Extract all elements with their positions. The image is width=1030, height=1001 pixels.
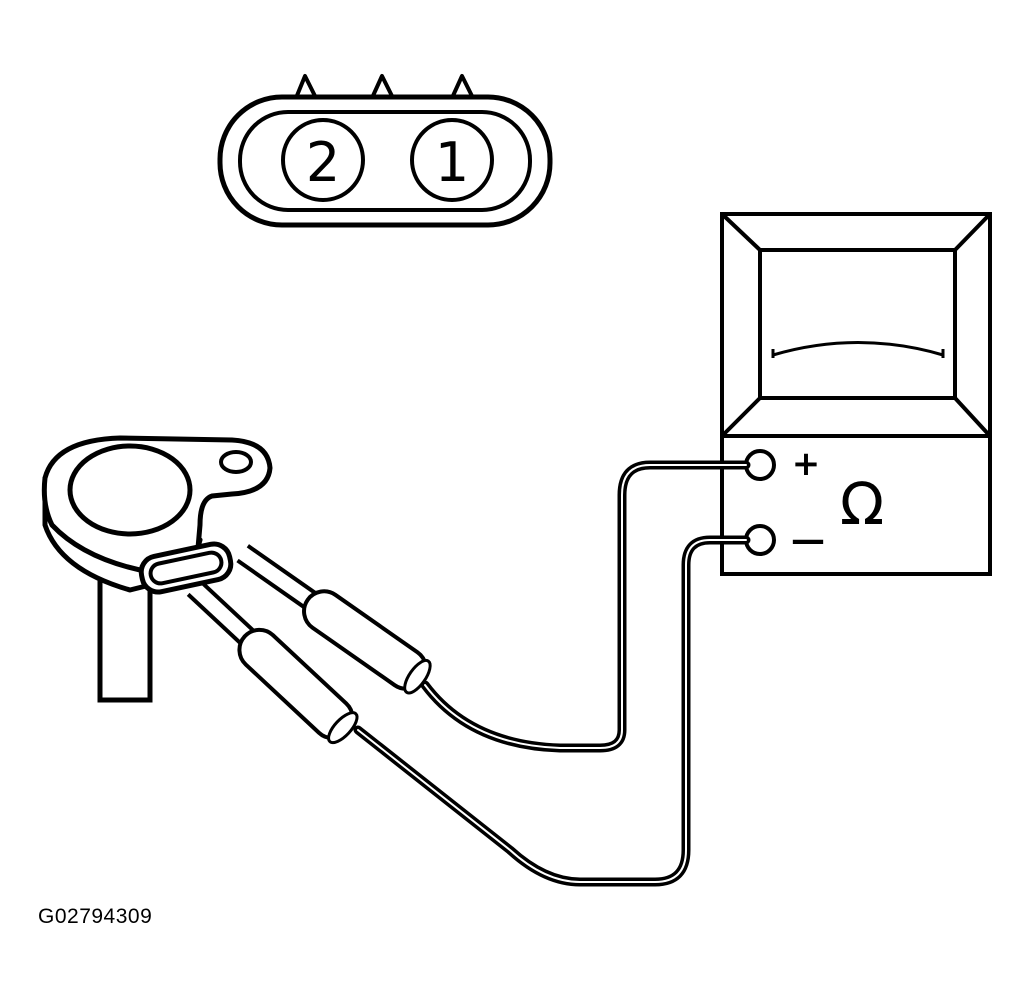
test-leads (186, 460, 751, 887)
sensor-mount-hole (219, 450, 253, 474)
pin-1-label: 1 (435, 131, 469, 194)
ohmmeter: + — Ω (720, 212, 992, 576)
meter-scale-arc (772, 341, 944, 357)
connector-pin-1 (410, 118, 494, 202)
sensor-terminal-socket (138, 541, 234, 595)
sensor-bore (67, 443, 193, 537)
meter-screen (758, 248, 957, 400)
connector-pin-2 (281, 118, 365, 202)
positive-symbol: + (792, 444, 821, 484)
ohm-symbol: Ω (840, 470, 884, 538)
negative-probe (186, 579, 359, 745)
sensor-connector: 2 1 (217, 74, 553, 228)
figure-code: G02794309 (38, 905, 153, 928)
connector-inner-outline (238, 110, 532, 212)
sensor (41, 435, 273, 703)
positive-lead-wire (420, 460, 751, 753)
pin-2-label: 2 (306, 131, 340, 194)
positive-probe (236, 544, 432, 695)
negative-symbol: — (791, 520, 825, 560)
negative-lead-wire (353, 535, 751, 887)
